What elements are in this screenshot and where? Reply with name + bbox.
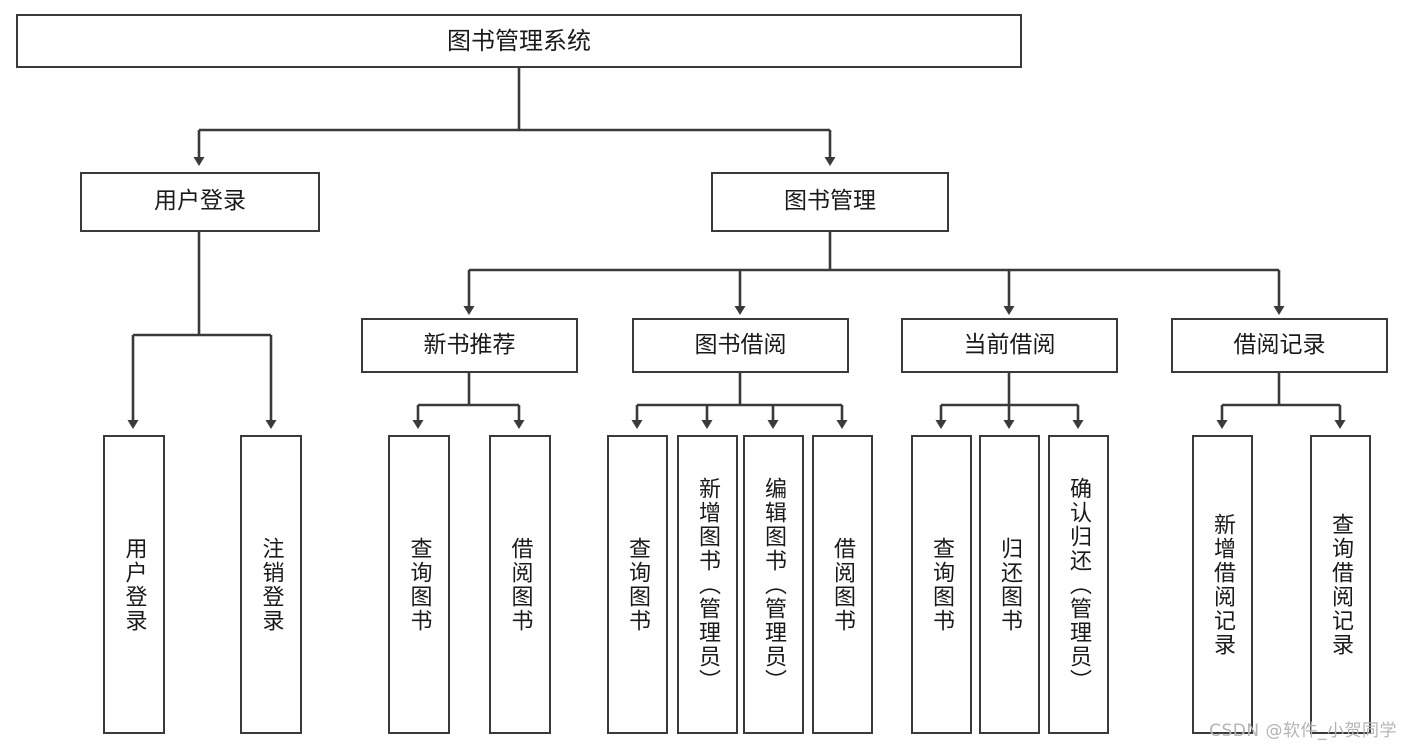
node-book-management[interactable]: 图书管理 xyxy=(711,172,949,232)
node-leaf-add-book-admin[interactable]: 新增图书（管理员） xyxy=(677,435,738,734)
node-leaf-current-query-book[interactable]: 查询图书 xyxy=(911,435,972,734)
node-leaf-newbook-borrow-book[interactable]: 借阅图书 xyxy=(489,435,551,734)
node-leaf-newbook-borrow-book-label: 借阅图书 xyxy=(507,536,533,633)
node-root-system[interactable]: 图书管理系统 xyxy=(16,14,1022,68)
node-leaf-borrow-query-book[interactable]: 查询图书 xyxy=(607,435,668,734)
node-leaf-borrow-query-book-label: 查询图书 xyxy=(625,536,651,633)
node-leaf-current-query-book-label: 查询图书 xyxy=(929,536,955,633)
node-leaf-newbook-query-book[interactable]: 查询图书 xyxy=(388,435,450,734)
node-new-book-recommend[interactable]: 新书推荐 xyxy=(361,318,578,373)
node-leaf-add-borrow-record[interactable]: 新增借阅记录 xyxy=(1192,435,1253,734)
node-leaf-edit-book-admin[interactable]: 编辑图书（管理员） xyxy=(743,435,804,734)
node-book-management-label: 图书管理 xyxy=(784,188,876,215)
node-book-borrow[interactable]: 图书借阅 xyxy=(632,318,849,373)
node-leaf-confirm-return-admin[interactable]: 确认归还（管理员） xyxy=(1048,435,1109,734)
csdn-watermark: CSDN @软件_小贺同学 xyxy=(1209,721,1397,741)
node-leaf-edit-book-admin-label: 编辑图书（管理员） xyxy=(761,476,787,693)
node-leaf-user-login-label: 用户登录 xyxy=(121,536,147,633)
node-root-system-label: 图书管理系统 xyxy=(447,26,591,55)
node-leaf-logout-label: 注销登录 xyxy=(258,536,284,633)
node-leaf-return-book-label: 归还图书 xyxy=(997,536,1023,633)
node-leaf-logout[interactable]: 注销登录 xyxy=(240,435,302,734)
node-borrow-record[interactable]: 借阅记录 xyxy=(1171,318,1388,373)
node-leaf-return-book[interactable]: 归还图书 xyxy=(979,435,1040,734)
node-new-book-recommend-label: 新书推荐 xyxy=(423,331,516,358)
node-leaf-user-login[interactable]: 用户登录 xyxy=(103,435,165,734)
node-leaf-borrow-book-label: 借阅图书 xyxy=(830,536,856,633)
node-borrow-record-label: 借阅记录 xyxy=(1233,331,1326,358)
node-user-login-label: 用户登录 xyxy=(154,188,246,215)
node-current-borrow[interactable]: 当前借阅 xyxy=(901,318,1118,373)
node-leaf-query-borrow-record-label: 查询借阅记录 xyxy=(1328,512,1354,657)
node-leaf-confirm-return-admin-label: 确认归还（管理员） xyxy=(1066,476,1092,693)
node-leaf-newbook-query-book-label: 查询图书 xyxy=(406,536,432,633)
node-user-login[interactable]: 用户登录 xyxy=(80,172,320,232)
node-current-borrow-label: 当前借阅 xyxy=(963,331,1056,358)
node-leaf-add-book-admin-label: 新增图书（管理员） xyxy=(695,476,721,693)
node-book-borrow-label: 图书借阅 xyxy=(694,331,787,358)
node-leaf-borrow-book[interactable]: 借阅图书 xyxy=(812,435,873,734)
node-leaf-query-borrow-record[interactable]: 查询借阅记录 xyxy=(1310,435,1371,734)
node-leaf-add-borrow-record-label: 新增借阅记录 xyxy=(1210,512,1236,657)
